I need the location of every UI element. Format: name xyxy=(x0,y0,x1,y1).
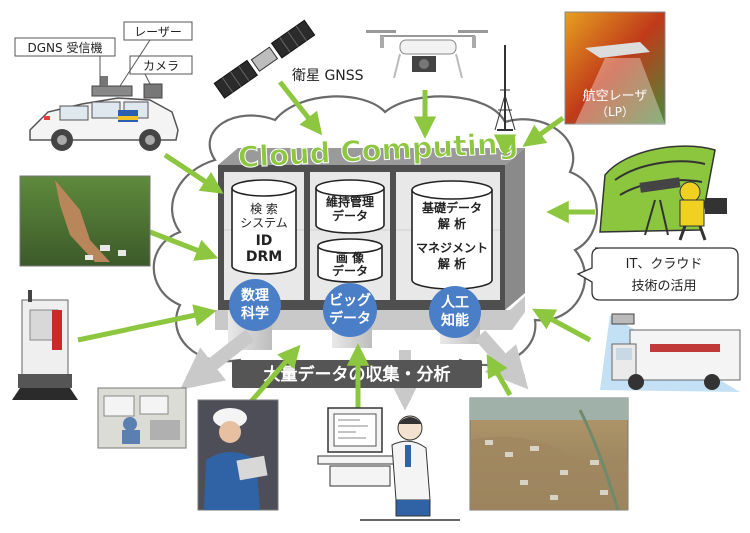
green-arrows xyxy=(77,80,595,408)
landslide-scar xyxy=(55,180,110,262)
label-aerial-line-2: （LP） xyxy=(596,105,634,119)
arrow-from-truck xyxy=(532,308,592,343)
image-line-1: 画 像 xyxy=(336,250,365,265)
label-box-camera xyxy=(129,55,193,75)
bubble-math-line-2: 科学 xyxy=(241,305,269,322)
cylinder-analysis xyxy=(411,180,493,290)
survey-vehicle-illustration xyxy=(29,76,179,151)
drone-illustration xyxy=(366,30,488,79)
cylinder-maintenance xyxy=(315,179,385,234)
analysis-line-2: 解 析 xyxy=(438,216,466,231)
search-line-4: DRM xyxy=(246,249,282,265)
survey-truck-illustration xyxy=(600,313,741,392)
image-line-2: データ xyxy=(332,263,368,278)
bubble-math-line-1: 数理 xyxy=(241,287,269,304)
label-aerial-line-1: 航空レーザ xyxy=(583,88,648,104)
flood-details xyxy=(470,398,628,511)
arrow-from-aerial xyxy=(522,115,565,147)
callout-line-2: 技術の活用 xyxy=(631,279,696,294)
label-camera: カメラ xyxy=(143,59,179,73)
landslide-photo xyxy=(19,175,151,267)
aircraft-shape xyxy=(585,42,650,58)
antenna-illustration xyxy=(494,45,516,131)
satellite-illustration xyxy=(213,19,316,99)
aerial-laser-image xyxy=(564,11,666,125)
search-line-1: 検 索 xyxy=(250,202,278,216)
search-line-3: ID xyxy=(256,233,273,249)
arrow-from-satellite xyxy=(278,80,323,136)
surveyor-illustration xyxy=(599,145,727,241)
bubble-ai-line-2: 知能 xyxy=(441,312,469,329)
label-box-dgns xyxy=(14,37,116,57)
bubble-ai xyxy=(429,286,481,338)
maintenance-line-1: 維持管理 xyxy=(326,194,374,209)
callout-lines xyxy=(99,39,151,87)
arrow-down-left xyxy=(180,329,255,390)
arrow-from-scanner xyxy=(77,304,217,343)
analysis-line-4: 解 析 xyxy=(438,256,466,271)
search-line-2: システム xyxy=(240,216,288,230)
cylinder-search xyxy=(231,179,297,275)
bubble-math xyxy=(229,279,281,331)
server-rack-top xyxy=(218,148,525,165)
callout-line-1: IT、クラウド xyxy=(626,257,703,272)
worker-details xyxy=(204,408,268,510)
cylinder-image xyxy=(317,238,383,283)
landslide-houses xyxy=(85,245,126,260)
pc-worker-illustration xyxy=(317,407,460,521)
office-details xyxy=(103,395,180,444)
maintenance-line-2: データ xyxy=(332,208,368,223)
laser-beam xyxy=(575,58,665,124)
bubble-bigdata-line-2: データ xyxy=(329,310,371,327)
bubble-bigdata-line-1: ビッグ xyxy=(329,292,371,309)
label-satellite: 衛星 GNSS xyxy=(292,68,364,84)
arrow-from-flood xyxy=(486,354,513,397)
label-dgns: DGNS 受信機 xyxy=(28,40,103,55)
label-laser: レーザー xyxy=(134,25,182,39)
it-callout-bubble xyxy=(576,247,739,301)
server-rack-side xyxy=(505,148,525,310)
bubble-bigdata xyxy=(323,283,377,337)
bubble-ai-line-1: 人工 xyxy=(441,294,469,311)
arrow-from-landslide xyxy=(149,229,219,261)
label-box-laser xyxy=(123,21,193,41)
arrow-from-worker xyxy=(246,344,301,407)
analysis-line-3: マネジメント xyxy=(416,241,488,255)
arrow-from-vehicle xyxy=(163,152,224,194)
laser-scanner-illustration xyxy=(12,290,78,400)
analysis-line-1: 基礎データ xyxy=(421,200,482,215)
